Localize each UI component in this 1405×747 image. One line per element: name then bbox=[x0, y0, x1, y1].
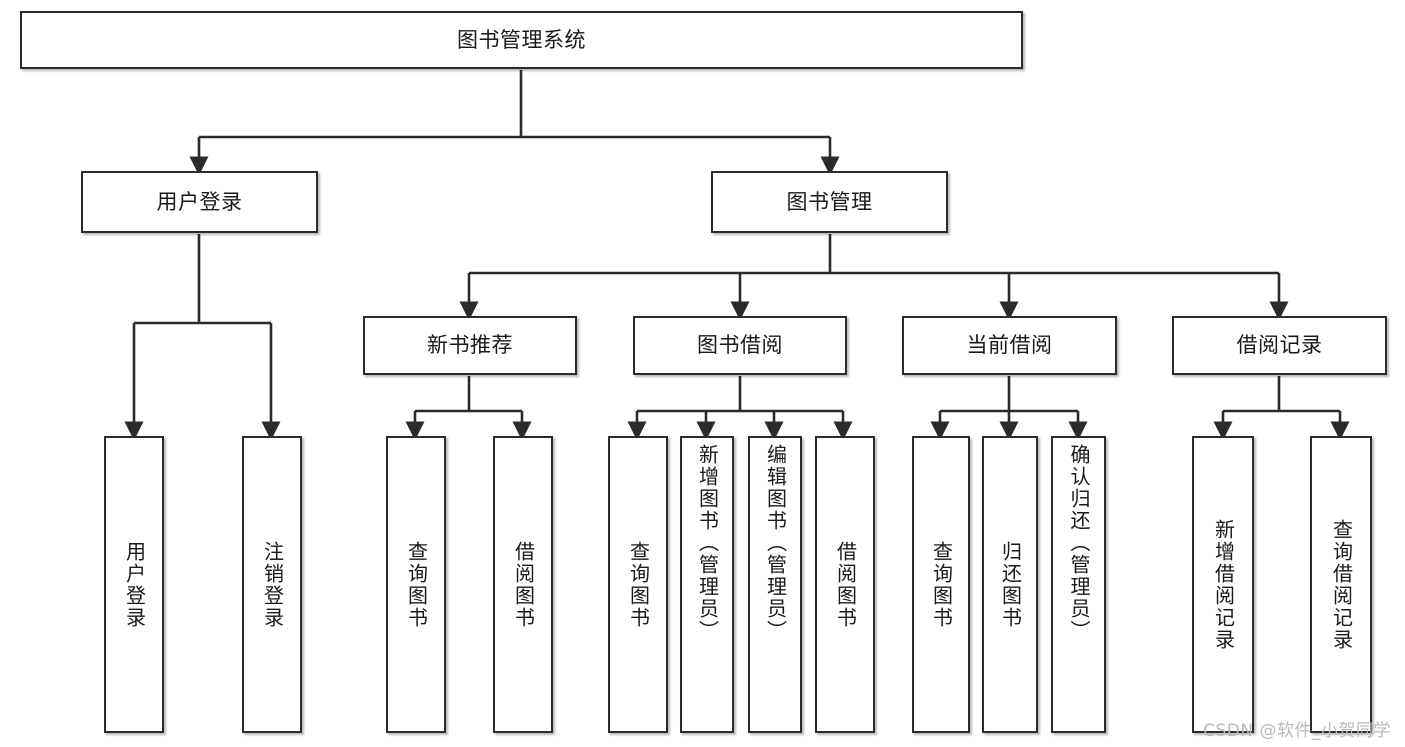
node-label: 新增借阅记录 bbox=[1211, 518, 1236, 651]
node-book-management[interactable]: 图书管理 bbox=[711, 171, 948, 233]
leaf-borrow-query-book[interactable]: 查询图书 bbox=[608, 436, 668, 733]
node-label: 图书管理系统 bbox=[457, 27, 586, 52]
leaf-user-login-signin[interactable]: 用户登录 bbox=[104, 436, 164, 733]
leaf-borrow-borrow-book[interactable]: 借阅图书 bbox=[815, 436, 875, 733]
node-label: 图书借阅 bbox=[697, 333, 783, 358]
leaf-current-confirm-return-admin[interactable]: 确认归还（管理员） bbox=[1051, 436, 1106, 733]
node-label: 查询图书 bbox=[929, 540, 954, 629]
node-new-book-recommend[interactable]: 新书推荐 bbox=[363, 316, 577, 375]
node-label: 图书管理 bbox=[786, 189, 873, 214]
leaf-new-book-borrow[interactable]: 借阅图书 bbox=[493, 436, 553, 733]
node-label: 编辑图书（管理员） bbox=[763, 444, 788, 642]
node-current-borrow[interactable]: 当前借阅 bbox=[902, 316, 1117, 375]
leaf-current-query-book[interactable]: 查询图书 bbox=[912, 436, 970, 733]
node-label: 注销登录 bbox=[260, 540, 285, 629]
node-label: 用户登录 bbox=[156, 189, 243, 214]
leaf-record-add-record[interactable]: 新增借阅记录 bbox=[1192, 436, 1254, 733]
node-label: 查询图书 bbox=[626, 540, 651, 629]
node-label: 新增图书（管理员） bbox=[695, 444, 720, 642]
node-label: 用户登录 bbox=[122, 540, 147, 629]
leaf-record-query-record[interactable]: 查询借阅记录 bbox=[1310, 436, 1372, 733]
node-root-system[interactable]: 图书管理系统 bbox=[20, 11, 1023, 69]
leaf-borrow-add-book-admin[interactable]: 新增图书（管理员） bbox=[680, 436, 734, 733]
node-label: 当前借阅 bbox=[966, 333, 1053, 358]
node-label: 查询借阅记录 bbox=[1329, 518, 1354, 651]
node-label: 归还图书 bbox=[998, 540, 1023, 629]
node-label: 借阅记录 bbox=[1236, 333, 1323, 358]
watermark: CSDN @软件_小贺同学 bbox=[1203, 721, 1391, 741]
node-label: 借阅图书 bbox=[833, 540, 858, 629]
leaf-new-book-query[interactable]: 查询图书 bbox=[386, 436, 446, 733]
node-borrow-record[interactable]: 借阅记录 bbox=[1172, 316, 1387, 375]
node-label: 确认归还（管理员） bbox=[1067, 444, 1091, 642]
node-user-login[interactable]: 用户登录 bbox=[81, 171, 318, 233]
node-label: 查询图书 bbox=[404, 540, 429, 629]
leaf-user-login-signout[interactable]: 注销登录 bbox=[242, 436, 302, 733]
node-label: 借阅图书 bbox=[511, 540, 536, 629]
leaf-borrow-edit-book-admin[interactable]: 编辑图书（管理员） bbox=[748, 436, 802, 733]
node-book-borrow[interactable]: 图书借阅 bbox=[633, 316, 847, 375]
leaf-current-return-book[interactable]: 归还图书 bbox=[982, 436, 1038, 733]
node-label: 新书推荐 bbox=[427, 333, 513, 358]
